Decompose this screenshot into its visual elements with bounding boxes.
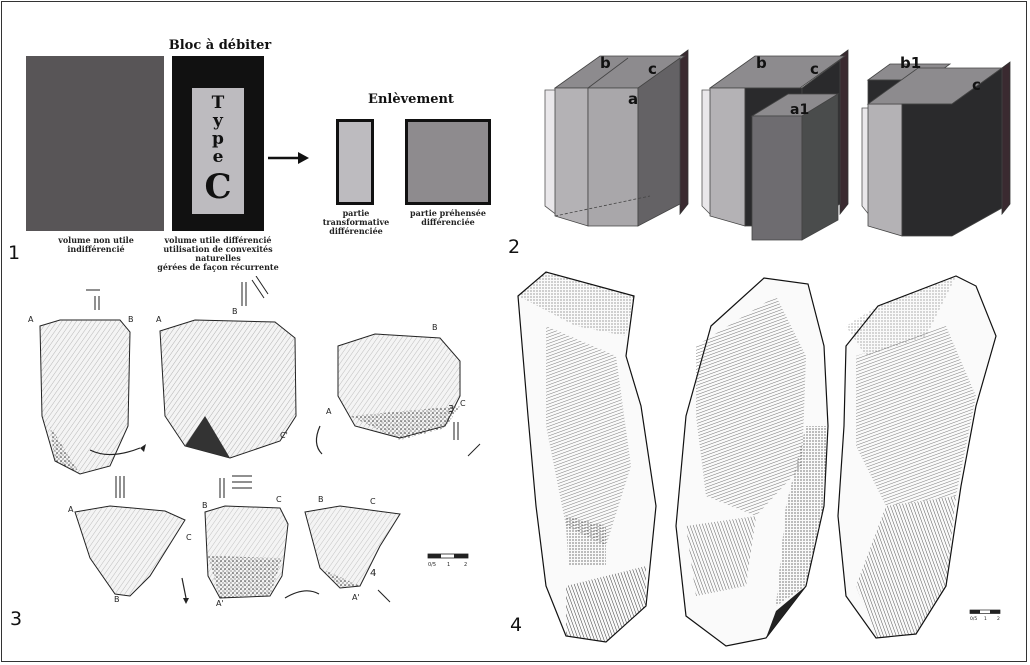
block2-label-a1: a1: [790, 102, 809, 118]
transformative-part-rect: [336, 119, 374, 205]
scale3-label-2: 2: [464, 562, 467, 568]
scale4-label-2: 2: [997, 616, 1000, 622]
block-1: b c a: [545, 50, 688, 226]
core2-label-a: A: [156, 315, 162, 324]
caption-useful-volume: volume utile différencié utilisation de …: [148, 236, 288, 272]
panel-number-2: 2: [508, 236, 520, 258]
non-useful-volume-block: [26, 56, 164, 231]
core-drawing-6: 4: [305, 506, 400, 602]
type-letter-c: C: [192, 168, 244, 206]
scale3-label-0: 0/5: [428, 562, 436, 568]
panel4-scale-bar: 0/5 1 2: [970, 610, 1000, 622]
block2-label-b: b: [756, 54, 767, 72]
core6-label-a-prime: A': [352, 593, 360, 602]
core-drawings: 3 4: [20, 276, 500, 616]
bloc-title: Bloc à débiter: [160, 38, 280, 53]
type-letter-t: T: [192, 94, 244, 112]
block-2: b c a1: [702, 50, 848, 240]
core-drawing-3: 3: [316, 334, 480, 456]
core-drawing-5: [205, 476, 319, 598]
panel-number-3: 3: [10, 608, 22, 630]
core-label-fig4: 4: [370, 568, 376, 579]
arrow-right-icon: [268, 148, 310, 168]
volumetric-blocks-diagram: b c a b c a1 b1: [540, 46, 1020, 244]
flint-core-b: [676, 278, 828, 646]
flint-core-drawings: 0/5 1 2: [506, 266, 1026, 654]
scale4-label-0: 0/5: [970, 616, 977, 622]
block3-label-c: c: [972, 76, 981, 94]
core2-label-b: B: [232, 307, 238, 316]
type-letter-y: y: [192, 112, 244, 130]
core-label-fig3: 3: [448, 404, 454, 415]
core5-label-b: B: [202, 501, 208, 510]
useful-volume-block: T y p e C: [172, 56, 264, 231]
panel-number-4: 4: [510, 614, 522, 636]
flint-core-a: [518, 272, 656, 642]
block3-label-b1: b1: [900, 54, 921, 72]
core4-label-b: B: [114, 595, 120, 604]
core3-label-a: A: [326, 407, 332, 416]
enlevement-title: Enlèvement: [346, 92, 476, 107]
core2-label-c-prime: C': [280, 431, 288, 440]
core5-label-c: C: [276, 495, 282, 504]
core3-label-c: C: [460, 399, 466, 408]
scale4-label-1: 1: [984, 616, 987, 622]
type-letter-p: p: [192, 130, 244, 148]
core-drawing-4: [75, 476, 189, 604]
core-drawing-2: [160, 276, 296, 458]
prehensile-part-rect: [405, 119, 491, 205]
block2-label-c: c: [810, 60, 819, 78]
type-letter-e: e: [192, 148, 244, 166]
core5-label-a-prime: A': [216, 599, 224, 608]
block1-label-a: a: [628, 90, 638, 108]
panel-number-1: 1: [8, 242, 20, 264]
scale3-label-1: 1: [447, 562, 450, 568]
core3-label-b: B: [432, 323, 438, 332]
caption-transformative-part: partie transformative différenciée: [308, 209, 404, 236]
block1-label-c: c: [648, 60, 657, 78]
core1-label-a: A: [28, 315, 34, 324]
core4-label-a: A: [68, 505, 74, 514]
caption-prehensile-part: partie préhensée différenciée: [400, 209, 496, 227]
flint-core-c: [838, 276, 996, 638]
caption-non-useful-volume: volume non utile indifférencié: [36, 236, 156, 254]
block1-label-b: b: [600, 54, 611, 72]
core1-label-b: B: [128, 315, 134, 324]
core6-label-c: C: [370, 497, 376, 506]
block-3: b1 c: [862, 54, 1010, 236]
core4-label-c: C: [186, 533, 192, 542]
type-c-box: T y p e C: [192, 88, 244, 214]
core6-label-b: B: [318, 495, 324, 504]
panel3-scale-bar: 0/5 1 2: [428, 554, 468, 568]
